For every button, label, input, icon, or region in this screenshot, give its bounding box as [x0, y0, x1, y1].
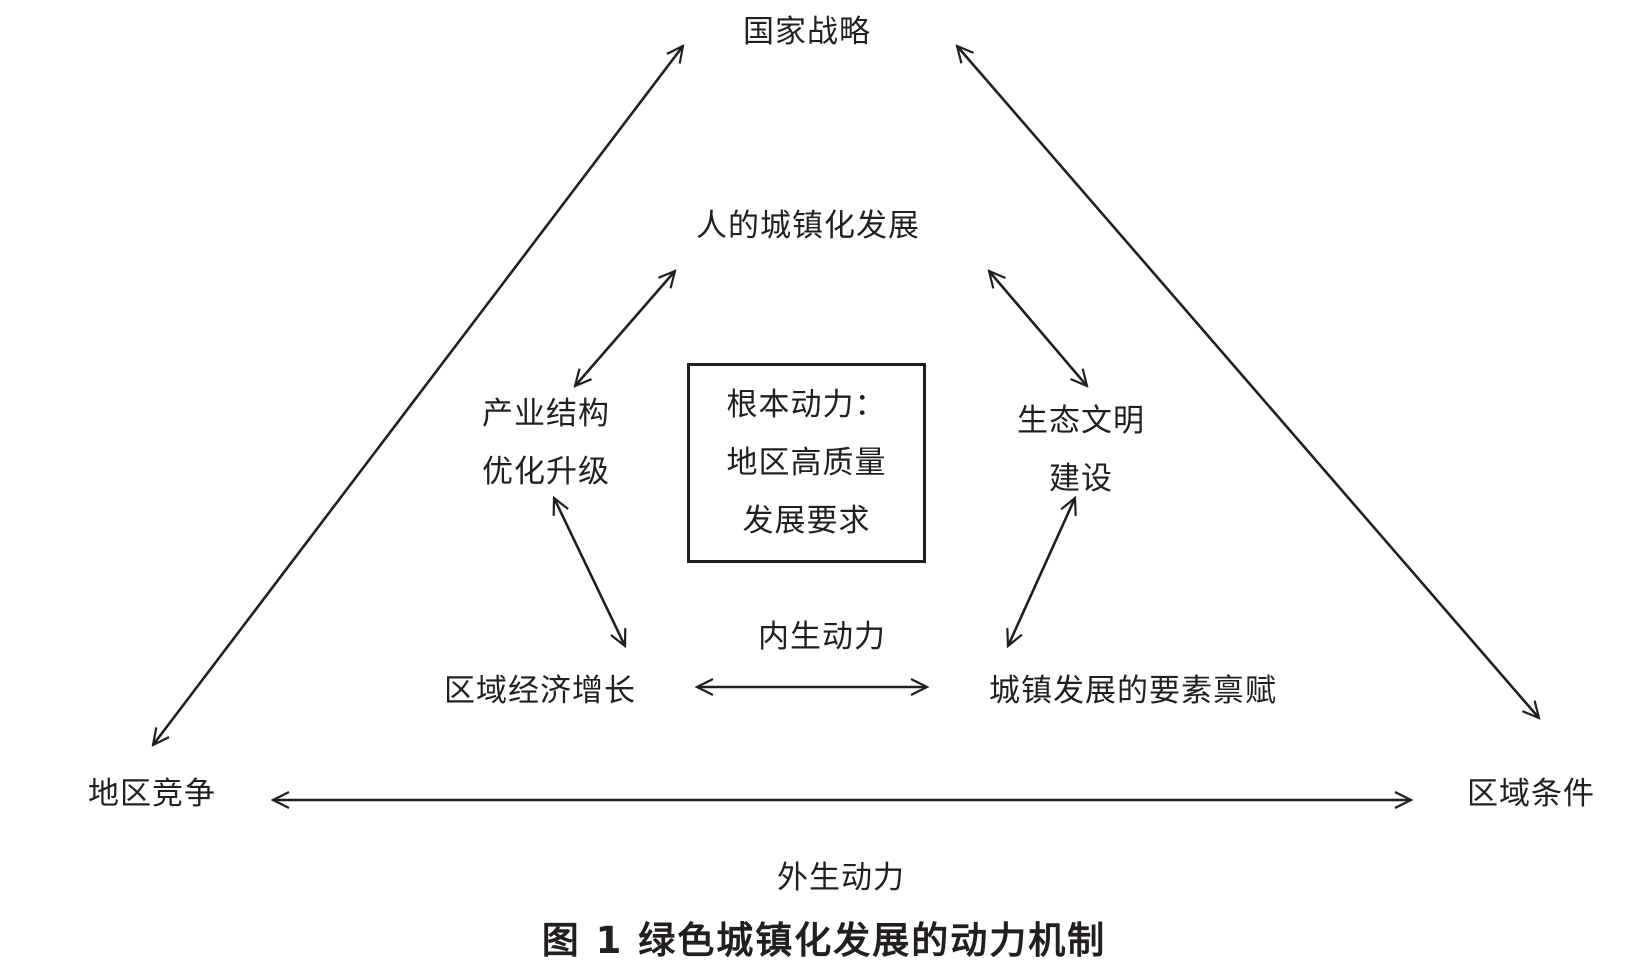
eco-civilization-line1: 生态文明 — [1017, 403, 1145, 439]
node-human-urbanization: 人的城镇化发展 — [696, 208, 920, 244]
industry-upgrade-line1: 产业结构 — [482, 396, 610, 432]
arrow-eco-endowment — [1008, 498, 1075, 646]
arrow-strategy-conditions — [957, 46, 1539, 718]
arrow-human-industry — [575, 271, 675, 386]
center-line-2: 地区高质量 — [726, 445, 887, 481]
node-regional-growth: 区域经济增长 — [444, 673, 636, 709]
arrow-human-eco — [989, 271, 1087, 386]
node-industry-upgrade: 产业结构 优化升级 — [482, 385, 610, 501]
figure-caption: 图 1 绿色城镇化发展的动力机制 — [541, 919, 1107, 962]
center-box: 根本动力： 地区高质量 发展要求 — [687, 363, 926, 563]
label-exogenous: 外生动力 — [777, 860, 905, 896]
node-eco-civilization: 生态文明 建设 — [1017, 392, 1145, 508]
node-urban-endowment: 城镇发展的要素禀赋 — [989, 673, 1277, 709]
center-line-1: 根本动力： — [726, 387, 887, 423]
industry-upgrade-line2: 优化升级 — [482, 454, 610, 490]
node-national-strategy: 国家战略 — [743, 14, 871, 50]
node-regional-competition: 地区竞争 — [88, 776, 216, 812]
arrow-strategy-competition — [153, 46, 683, 745]
label-endogenous: 内生动力 — [758, 619, 886, 655]
eco-civilization-line2: 建设 — [1049, 461, 1113, 497]
center-line-3: 发展要求 — [742, 503, 871, 539]
node-regional-conditions: 区域条件 — [1467, 776, 1595, 812]
arrow-industry-growth — [554, 498, 625, 646]
